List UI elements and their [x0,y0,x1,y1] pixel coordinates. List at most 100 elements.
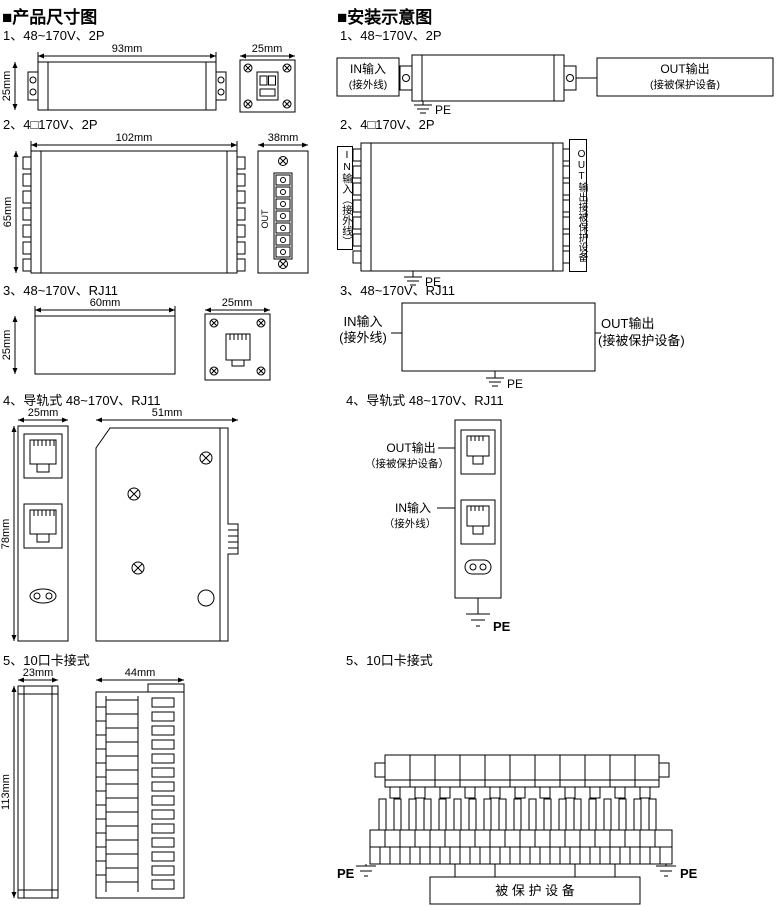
out-label-line2: (接被保护设备) [650,78,720,91]
dim-height-78mm: 78mm [0,426,17,641]
device-body [399,54,597,102]
dim-label-78mm: 78mm [0,519,12,550]
dim-height-113mm: 113mm [0,686,17,898]
dim-label-51mm: 51mm [152,407,183,419]
install-drawing-2: PE [352,142,572,289]
dim-width-93mm: 93mm [37,43,217,62]
rj11-jack-icon [225,333,251,367]
install-drawing-5: PE PE 被 保 护 设 备 [337,754,698,905]
dim-title-1: 1、48~170V、2P [3,28,105,43]
in-label-box: IN输入 (接外线) [336,57,400,97]
dim-width-51mm: 51mm [96,407,238,423]
device-body-front [34,315,176,375]
rj11-jack-icon [460,429,496,475]
device-side-view [95,427,239,642]
dim-label-25mm-left: 25mm [1,71,13,102]
in-label-line1: IN输入 [343,314,382,329]
contact-ladder [106,699,138,883]
protected-device-label: 被 保 护 设 备 [495,883,574,898]
dim-label-25mm-end: 25mm [252,43,283,55]
terminal-oval [464,559,492,575]
pe-label: PE [425,275,441,289]
device-side-view [95,683,185,899]
end-view: 25mm [239,43,296,113]
out-label-line1: OUT输出 [660,61,709,76]
ground-icon: PE [404,271,441,289]
dim-label-25mm-front: 25mm [28,407,59,419]
install-drawing-1: IN输入 (接外线) OUT输出 (接被保护设备) PE [336,54,774,117]
in-label-line2: （接外线） [384,517,437,530]
dim-title-2: 2、4□170V、2P [3,117,98,132]
connector-block [369,754,673,877]
terminal-strip-right [236,156,246,272]
pin-row [378,798,657,831]
din-clip-icon [228,529,238,549]
pe-label-right: PE [680,866,698,881]
dim-title-4: 4、导轨式 48~170V、RJ11 [3,393,161,408]
in-label-line1: IN输入 [395,500,431,515]
install-title-2: 2、4□170V、2P [340,117,435,132]
device-body [454,419,502,599]
ground-icon: PE [486,371,523,391]
device-body [401,302,596,372]
end-view: 38mm OUT [257,132,309,274]
device-front-view [17,425,69,642]
in-label-line1: IN输入 [350,61,386,76]
terminal-strip-left [22,156,32,272]
dim-label-44mm: 44mm [125,667,156,679]
ground-icon: PE [414,101,451,117]
dim-label-25mm-left: 25mm [1,330,13,361]
dim-drawing-1: 93mm 25mm 25mm [1,43,296,113]
dim-label-38mm: 38mm [268,132,299,144]
install-title-1: 1、48~170V、2P [340,28,442,43]
pin-column [151,697,175,890]
out-marking: OUT [260,209,270,229]
dim-drawing-5: 23mm 113mm 44mm [0,667,185,899]
ground-icon: PE [466,598,511,634]
dim-drawing-3: 60mm 25mm 25mm [1,297,271,381]
ground-icon-right: PE [656,864,698,881]
pe-label: PE [507,377,523,391]
rj11-jack-icon [460,499,496,545]
dim-label-102mm: 102mm [116,132,153,144]
pe-label: PE [435,103,451,117]
dim-title-5: 5、10口卡接式 [3,653,90,668]
dim-height-25mm: 25mm [1,316,18,374]
dim-width-25mm: 25mm [18,407,68,423]
in-label-vertical: IN输入（接外线） [337,146,353,250]
ground-icon-left: PE [337,864,376,881]
installation-header: ■安装示意图 [337,8,433,27]
pe-label: PE [493,619,511,634]
dim-height-65mm: 65mm [2,151,19,273]
dim-title-3: 3、48~170V、RJ11 [3,283,119,298]
dim-label-65mm: 65mm [2,197,14,228]
dim-label-113mm: 113mm [0,774,12,810]
out-label-box: OUT输出 (接被保护设备) [596,57,774,97]
stud-row [389,786,651,799]
rj11-jack-icon [23,503,63,549]
device-body-front [22,150,246,274]
dim-label-25mm-end: 25mm [222,297,253,309]
dim-width-60mm: 60mm [34,297,176,316]
protected-device-box: 被 保 护 设 备 [429,876,641,905]
out-label-line1: OUT输出 [386,440,435,455]
install-drawing-4: OUT输出 （接被保护设备） IN输入 （接外线） PE [365,419,511,634]
device-body [352,142,572,272]
dim-label-23mm: 23mm [23,667,54,679]
dim-drawing-4: 25mm 78 [0,407,239,642]
install-title-5: 5、10口卡接式 [346,653,433,668]
dim-label-60mm: 60mm [90,297,121,309]
device-body-front [27,61,227,111]
install-title-4: 4、导轨式 48~170V、RJ11 [346,393,504,408]
products-dimensions-header: ■产品尺寸图 [2,8,98,27]
dim-width-23mm: 23mm [18,667,58,683]
dim-height-25mm: 25mm [1,62,18,110]
terminal-oval [29,588,57,604]
install-drawing-3: IN输入 (接外线) OUT输出 (接被保护设备) PE [339,302,685,391]
dim-drawing-2: 102mm 65mm 38mm OUT [2,132,309,274]
end-view: 25mm [204,297,271,381]
pe-label-left: PE [337,866,355,881]
in-label-line2: (接外线) [339,330,387,345]
in-label-line2: (接外线) [349,78,388,91]
